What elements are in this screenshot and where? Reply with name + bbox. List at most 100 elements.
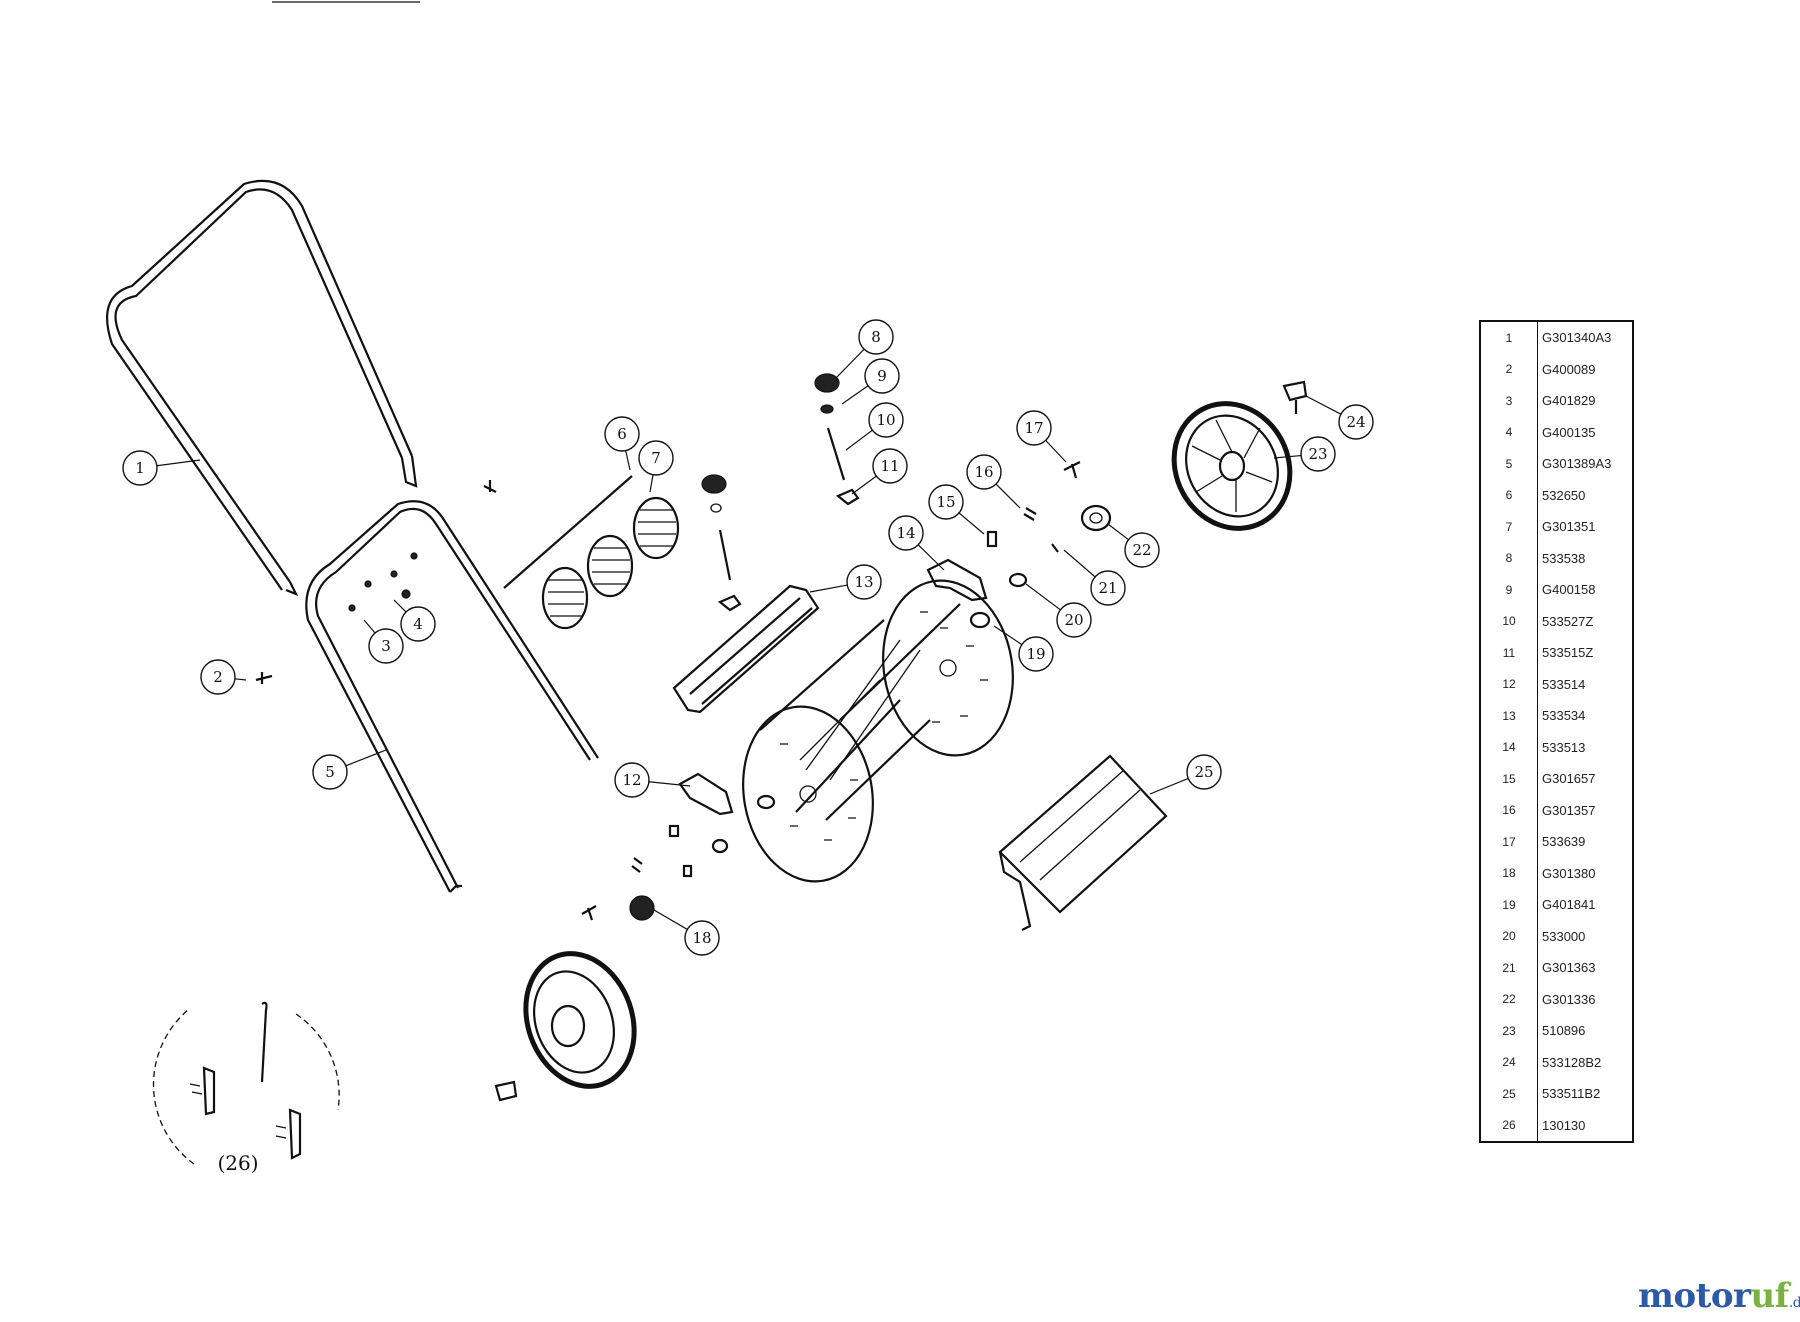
- callout-circle: [368, 628, 404, 664]
- part-number-cell: 14: [1480, 731, 1538, 763]
- callout-leader: [958, 512, 985, 535]
- part-code-cell: 533511B2: [1542, 1086, 1601, 1102]
- left-wheel-part: [494, 951, 637, 1102]
- callout-circle: [966, 454, 1002, 490]
- cap-part-24: [1282, 380, 1308, 414]
- part-code-cell: 533639: [1542, 834, 1586, 850]
- part-number-cell: 8: [1480, 542, 1538, 574]
- spring-part-16: [1023, 507, 1037, 521]
- callout-leader: [917, 544, 945, 571]
- callout-circle: [312, 754, 348, 790]
- callout-number: 10: [876, 411, 895, 429]
- callout-leader: [649, 474, 654, 493]
- callout-8: 8: [835, 319, 894, 379]
- right-wheel-part: [1171, 401, 1293, 531]
- grass-guard-part: [998, 754, 1168, 931]
- callout-number: 18: [692, 929, 711, 947]
- part-code-cell: 130130: [1542, 1117, 1586, 1133]
- callout-13: 13: [809, 564, 882, 600]
- part-code-cell: G301657: [1542, 771, 1596, 787]
- part-number-cell: 26: [1480, 1109, 1538, 1142]
- callout-circle: [684, 920, 720, 956]
- callout-number: 12: [622, 771, 641, 789]
- callout-circle: [1018, 636, 1054, 672]
- callout-19: 19: [993, 625, 1054, 672]
- callout-14: 14: [888, 515, 945, 571]
- callout-18: 18: [653, 909, 720, 956]
- callout-11: 11: [851, 448, 908, 495]
- callout-5: 5: [312, 749, 387, 790]
- callout-leader: [363, 619, 376, 634]
- callout-number: 11: [880, 457, 899, 475]
- screw-part-17: [1063, 461, 1081, 479]
- watermark-accent: uf: [1750, 1276, 1789, 1316]
- callout-number: 1: [135, 459, 145, 477]
- callout-number: 7: [651, 449, 661, 467]
- detail-label: (26): [217, 1151, 258, 1175]
- callout-circle: [200, 659, 236, 695]
- watermark-main: motor: [1638, 1276, 1751, 1316]
- callout-number: 6: [617, 425, 627, 443]
- callout-leader: [1273, 454, 1302, 459]
- part-code-cell: 533514: [1542, 676, 1586, 692]
- washer-part-19: [969, 611, 991, 629]
- part-number-cell: 10: [1480, 605, 1538, 637]
- part-code-cell: 533534: [1542, 708, 1586, 724]
- callout-number: 9: [877, 367, 887, 385]
- part-code-cell: G301363: [1542, 960, 1596, 976]
- part-code-cell: G301351: [1542, 519, 1596, 535]
- callout-17: 17: [1016, 410, 1067, 463]
- callout-leader: [1045, 439, 1067, 463]
- callout-number: 13: [854, 573, 873, 591]
- watermark-logo: motoruf.de: [1638, 1276, 1800, 1316]
- callout-leader: [653, 909, 688, 930]
- callout-number: 21: [1098, 579, 1117, 597]
- part-number-cell: 25: [1480, 1078, 1538, 1110]
- pin-part-15: [986, 530, 998, 548]
- pawl-part-14: [926, 558, 988, 602]
- part-number-cell: 18: [1480, 857, 1538, 889]
- pinion-part-22: [1080, 504, 1112, 532]
- part-number-cell: 13: [1480, 700, 1538, 732]
- key-part-21: [1051, 543, 1059, 553]
- callout-number: 22: [1132, 541, 1151, 559]
- reel-cylinder: [742, 579, 1014, 883]
- callout-circle: [872, 448, 908, 484]
- callout-10: 10: [845, 402, 904, 451]
- part-number-cell: 11: [1480, 637, 1538, 669]
- part-number-cell: 20: [1480, 920, 1538, 952]
- part-number-cell: 9: [1480, 574, 1538, 606]
- part-code-cell: 533515Z: [1542, 645, 1594, 661]
- pinion-part-18: [629, 895, 655, 921]
- part-number-cell: 15: [1480, 763, 1538, 795]
- part-code-cell: G301357: [1542, 802, 1596, 818]
- callout-leader: [809, 584, 848, 593]
- callout-circle: [928, 484, 964, 520]
- callout-9: 9: [841, 358, 900, 405]
- callout-circle: [638, 440, 674, 476]
- callout-leader: [841, 385, 869, 405]
- callout-number: 4: [413, 615, 423, 633]
- callout-circle: [868, 402, 904, 438]
- part-number-cell: 24: [1480, 1046, 1538, 1078]
- callout-layer: 1234567891011121314151617181920212223242…: [122, 319, 1374, 956]
- callout-circle: [400, 606, 436, 642]
- part-code-cell: 533000: [1542, 928, 1586, 944]
- part-number-cell: 1: [1480, 321, 1538, 354]
- upper-handle-part: [106, 179, 418, 597]
